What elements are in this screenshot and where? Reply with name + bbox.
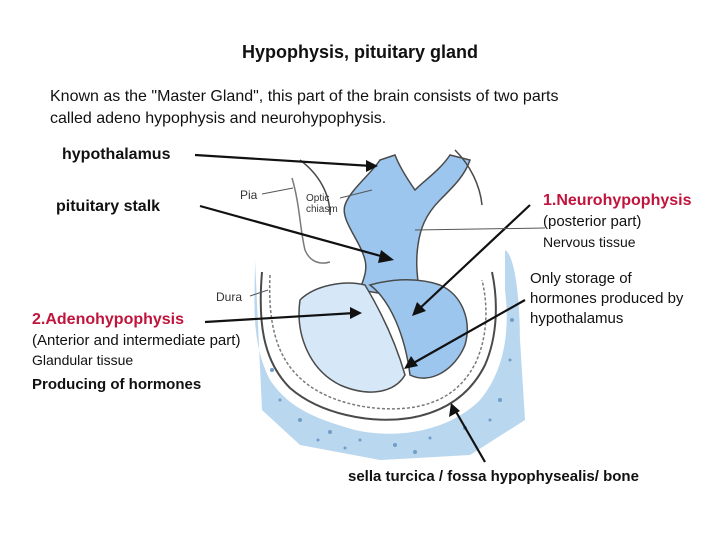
optic-label-line-2: chiasm [306,204,338,215]
hypothalamus-wall-right [454,149,483,206]
producing-hormones-label: Producing of hormones [32,376,202,393]
optic-pointer [339,189,373,199]
stalk [343,154,471,301]
intro-line-1: Known as the "Master Gland", this part o… [50,88,559,105]
anterior-lobe [298,282,406,393]
pia-label: Pia [240,188,258,202]
storage-line-3: hypothalamus [530,310,624,327]
pia-pointer [261,187,294,195]
storage-line-2: hormones produced by [530,290,684,307]
posterior-lobe [368,279,468,379]
neurohypophysis-subtitle: (posterior part) [543,213,642,230]
arrow-storage [409,299,526,366]
arrow-stalk-head [378,250,394,263]
storage-line-1: Only storage of [530,270,632,287]
arrows [194,153,531,463]
hypothalamus-label: hypothalamus [62,146,171,163]
arrow-adeno [204,311,356,324]
arrow-hypothalamus [194,153,373,168]
glandular-tissue-label: Glandular tissue [32,352,134,368]
storage-note: Only storage of hormones produced by hyp… [530,269,683,329]
arrow-sella [454,409,486,463]
arrow-neuro-head [412,302,426,316]
neuro-pointer [414,227,546,231]
arrow-sella-head [449,403,460,417]
sella-inner-edge [259,271,497,421]
sella-turcica-label: sella turcica / fossa hypophysealis/ bon… [348,468,639,485]
adenohypophysis-subtitle: (Anterior and intermediate part) [32,332,241,349]
adenohypophysis-title: 2.Adenohypophysis [32,311,185,328]
arrow-hypothalamus-head [366,160,378,172]
dura-layer [268,274,487,410]
nervous-tissue-label: Nervous tissue [543,234,636,250]
arrow-storage-head [404,356,418,369]
dura-label: Dura [216,290,243,304]
bone-speckles [270,318,514,454]
intro-text: Known as the "Master Gland", this part o… [50,86,650,130]
pia-line [291,177,331,264]
neurohypophysis-title: 1.Neurohypophysis [543,192,692,209]
arrow-stalk [199,204,389,260]
arrow-adeno-head [350,307,362,319]
arrow-neuro [417,204,531,311]
pituitary-stalk-label: pituitary stalk [56,198,161,215]
intro-line-2: called adeno hypophysis and neurohypophy… [50,110,387,127]
optic-chiasm-label: Optic chiasm [306,193,338,215]
dura-pointer [249,289,269,297]
page-title: Hypophysis, pituitary gland [241,42,479,62]
hypothalamus-wall [299,159,331,216]
optic-label-line-1: Optic [306,193,330,204]
